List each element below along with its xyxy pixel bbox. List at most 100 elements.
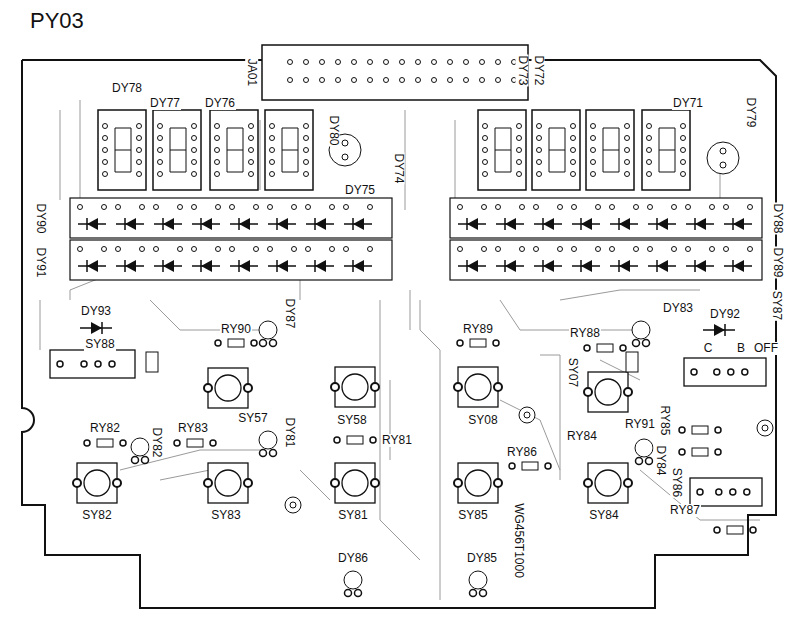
part-label: DY76: [204, 97, 236, 110]
part-label: DY71: [672, 97, 704, 110]
copper-trace: [160, 470, 210, 480]
part-label: SY85: [457, 509, 488, 522]
part-label: RY91: [624, 418, 656, 431]
copper-trace: [455, 120, 456, 200]
part-label: RY86: [506, 446, 538, 459]
push-switch: [331, 367, 379, 407]
connector-pin: [336, 60, 341, 65]
push-switch: [454, 463, 502, 503]
copper-trace: [405, 110, 406, 210]
connector-pin: [432, 78, 437, 83]
resistor: [84, 439, 126, 447]
copper-trace: [500, 400, 560, 470]
part-label: DY82: [150, 426, 163, 458]
part-label: SY86: [670, 466, 683, 497]
mounting-hole: [757, 420, 773, 436]
part-label: RY88: [569, 327, 601, 340]
part-label: C: [703, 342, 714, 355]
diode-array: [70, 240, 392, 280]
connector-pin: [480, 78, 485, 83]
part-label: DY91: [34, 246, 47, 278]
part-label: DY87: [283, 297, 296, 329]
connector-pin: [288, 78, 293, 83]
led: [131, 438, 149, 464]
copper-trace: [390, 380, 391, 460]
diode-array: [450, 198, 762, 238]
part-label: OFF: [753, 342, 779, 355]
led: [469, 571, 487, 597]
copper-trace: [500, 300, 640, 330]
resistor: [174, 439, 216, 447]
part-label: DY88: [771, 202, 784, 234]
part-label: SY58: [336, 414, 367, 427]
part-label: DY72: [532, 54, 545, 86]
connector-pin: [416, 60, 421, 65]
part-label: B: [736, 342, 746, 355]
connector-pin: [320, 60, 325, 65]
part-label: DY89: [771, 246, 784, 278]
led: [344, 571, 362, 597]
push-switch: [204, 368, 252, 408]
connector-pin: [448, 78, 453, 83]
part-label: RY89: [462, 323, 494, 336]
connector-pin: [352, 60, 357, 65]
connector-pin: [304, 78, 309, 83]
part-label: SY88: [84, 338, 115, 351]
slide-switch: [684, 358, 766, 386]
part-label: SY83: [210, 509, 241, 522]
part-label: DY75: [344, 184, 376, 197]
seven-segment-display: [153, 110, 201, 190]
part-label: RY87: [669, 504, 701, 517]
part-label: SY07: [566, 356, 579, 387]
copper-trace: [410, 290, 411, 330]
diode-array: [450, 240, 762, 280]
part-label: DY74: [392, 152, 405, 184]
part-label: DY92: [709, 308, 741, 321]
push-switch: [584, 463, 632, 503]
push-switch: [331, 463, 379, 503]
part-label: DY86: [337, 552, 369, 565]
part-label: SY84: [588, 509, 619, 522]
diode: [703, 324, 735, 336]
part-label: DY77: [149, 97, 181, 110]
led: [259, 431, 277, 457]
round-led: [707, 142, 739, 174]
copper-trace: [80, 100, 81, 200]
connector-pin: [496, 60, 501, 65]
part-label: SY87: [770, 289, 783, 320]
push-switch: [204, 463, 252, 503]
copper-trace: [260, 120, 261, 190]
slide-switch: [50, 350, 135, 378]
part-label: DY81: [283, 416, 296, 448]
led: [635, 439, 653, 465]
resistor: [215, 339, 257, 347]
push-switch: [454, 367, 502, 407]
connector-pin: [400, 78, 405, 83]
connector-pin: [464, 78, 469, 83]
part-label: DY93: [80, 305, 112, 318]
connector-pin: [496, 78, 501, 83]
connector-pin: [384, 60, 389, 65]
resistor: [457, 339, 499, 347]
board-outline: [22, 60, 776, 608]
copper-trace: [720, 170, 721, 200]
led: [259, 321, 277, 347]
connector-pin: [464, 60, 469, 65]
connector-pin: [352, 78, 357, 83]
connector-pin: [432, 60, 437, 65]
part-label: JA01: [245, 57, 258, 86]
part-label: DY85: [466, 552, 498, 565]
led: [632, 321, 650, 347]
part-label: DY84: [654, 444, 667, 476]
mounting-hole: [285, 497, 301, 513]
connector-pin: [480, 60, 485, 65]
resistor: [679, 426, 721, 434]
seven-segment-display: [98, 110, 146, 190]
part-label: SY57: [237, 412, 268, 425]
part-label: DY78: [111, 82, 143, 95]
part-label: RY85: [659, 404, 672, 436]
connector-pin: [384, 78, 389, 83]
seven-segment-display: [478, 110, 526, 190]
board-title: PY03: [30, 8, 84, 34]
connector-pin: [320, 78, 325, 83]
